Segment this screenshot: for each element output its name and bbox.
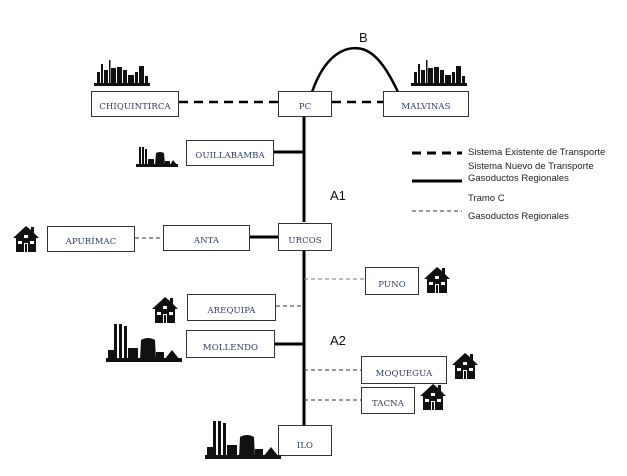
node-urcos: URCOS [278, 223, 332, 251]
legend-existing-label: Sistema Existente de Transporte [468, 147, 606, 158]
legend-regional-label: Gasoductos Regionales [468, 211, 569, 222]
node-anta: ANTA [163, 225, 250, 251]
segment-label-a1: A1 [330, 188, 346, 203]
node-apurimac: APURÍMAC [47, 226, 135, 252]
line-b-arc [310, 46, 400, 93]
power-plant-icon [136, 147, 178, 167]
node-ilo: ILO [278, 425, 332, 456]
node-chiquintirca: CHIQUINTIRCA [91, 91, 179, 117]
node-malvinas: MALVINAS [383, 91, 469, 117]
legend-new-label-1: Sistema Nuevo de Transporte [468, 161, 594, 172]
segment-label-b: B [359, 30, 368, 45]
refinery-icon [411, 60, 467, 86]
house-icon [420, 384, 446, 410]
house-icon [424, 267, 450, 293]
node-mollendo: MOLLENDO [186, 330, 275, 358]
power-plant-icon [106, 324, 182, 362]
house-icon [452, 353, 478, 379]
house-icon [13, 226, 39, 252]
segment-label-a2: A2 [330, 333, 346, 348]
legend-tramo-c-label: Tramo C [468, 193, 505, 204]
refinery-icon [94, 60, 150, 86]
power-plant-icon [205, 421, 281, 459]
node-quillabamba: OUILLABAMBA [186, 140, 274, 166]
legend-new-label-2: Gasoductos Regionales [468, 173, 569, 184]
house-icon [152, 297, 178, 323]
node-moquegua: MOQUEGUA [361, 356, 447, 384]
node-arequipa: AREQUIPA [187, 294, 276, 321]
node-pc: PC [278, 91, 332, 117]
node-tacna: TACNA [361, 387, 415, 414]
node-puno: PUNO [365, 267, 419, 295]
